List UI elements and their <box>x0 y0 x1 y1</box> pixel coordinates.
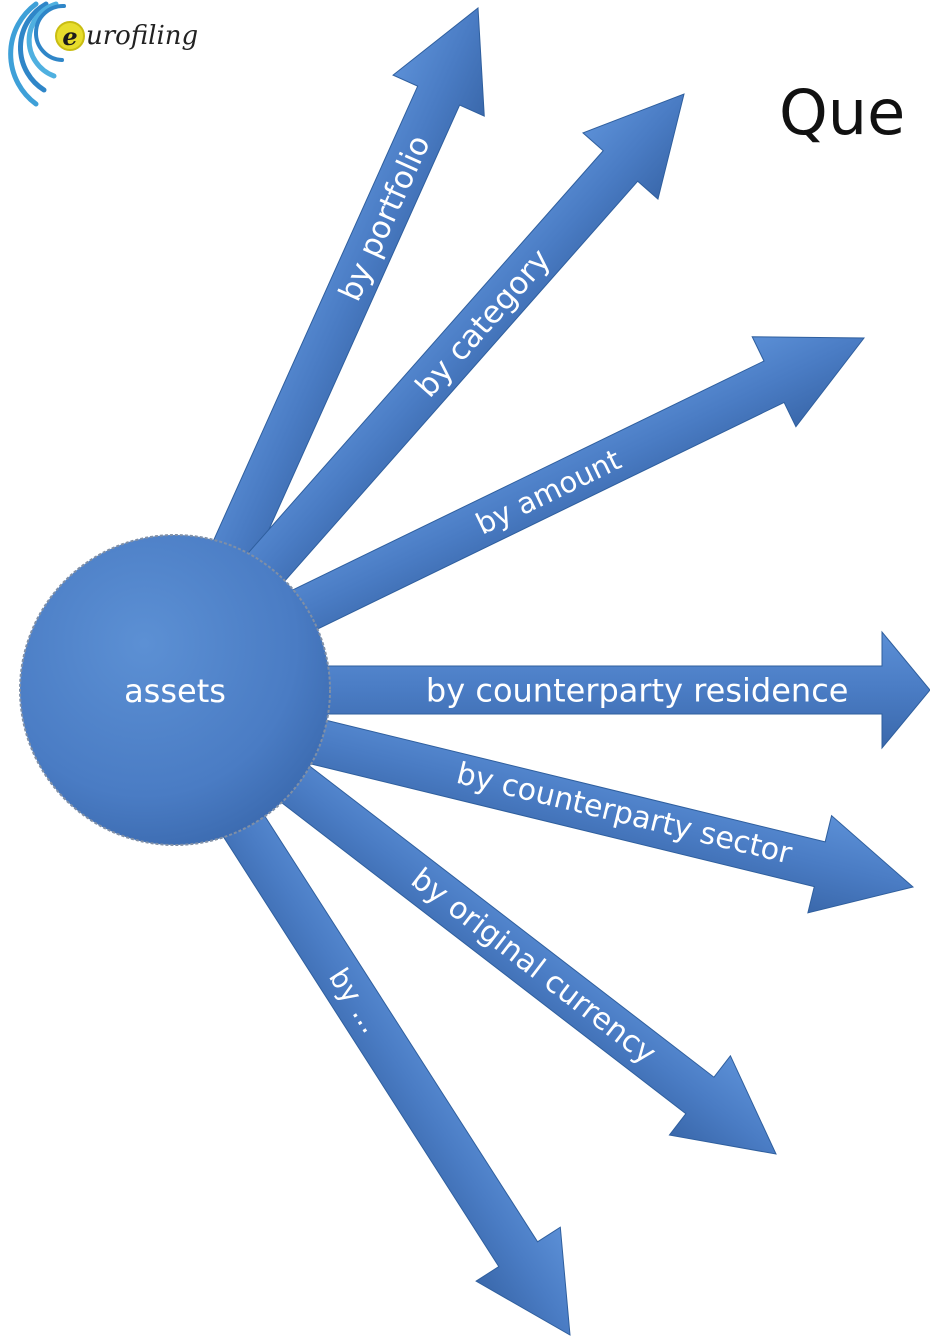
page-title: Que <box>779 76 906 149</box>
arrow-shape-more <box>219 806 571 1336</box>
arrow-counterparty-residence: by counterparty residence <box>319 630 930 750</box>
arrow-shape-portfolio <box>208 7 485 571</box>
arrow-shape-original-currency <box>275 761 777 1155</box>
logo-e-badge-icon <box>55 21 85 51</box>
logo-swirl-icon <box>8 1 66 107</box>
arrow-shape-amount <box>289 336 866 634</box>
branch-label-portfolio: by portfolio <box>332 130 438 307</box>
hub-circle <box>19 534 331 846</box>
arrow-shape-counterparty-sector <box>303 717 915 914</box>
logo-initial: e <box>62 22 77 51</box>
hub-label: assets <box>124 672 226 710</box>
arrow-shape-counterparty-residence <box>319 630 930 750</box>
branch-label-counterparty-sector: by counterparty sector <box>453 756 796 872</box>
logo-wordmark: urofiling <box>86 21 198 51</box>
branch-label-counterparty-residence: by counterparty residence <box>426 672 849 710</box>
eurofiling-logo: e urofiling <box>8 1 198 107</box>
arrow-shape-category <box>237 93 685 596</box>
branch-label-original-currency: by original currency <box>404 861 662 1071</box>
branch-label-category: by category <box>409 242 558 404</box>
arrow-counterparty-sector: by counterparty sector <box>303 717 915 914</box>
